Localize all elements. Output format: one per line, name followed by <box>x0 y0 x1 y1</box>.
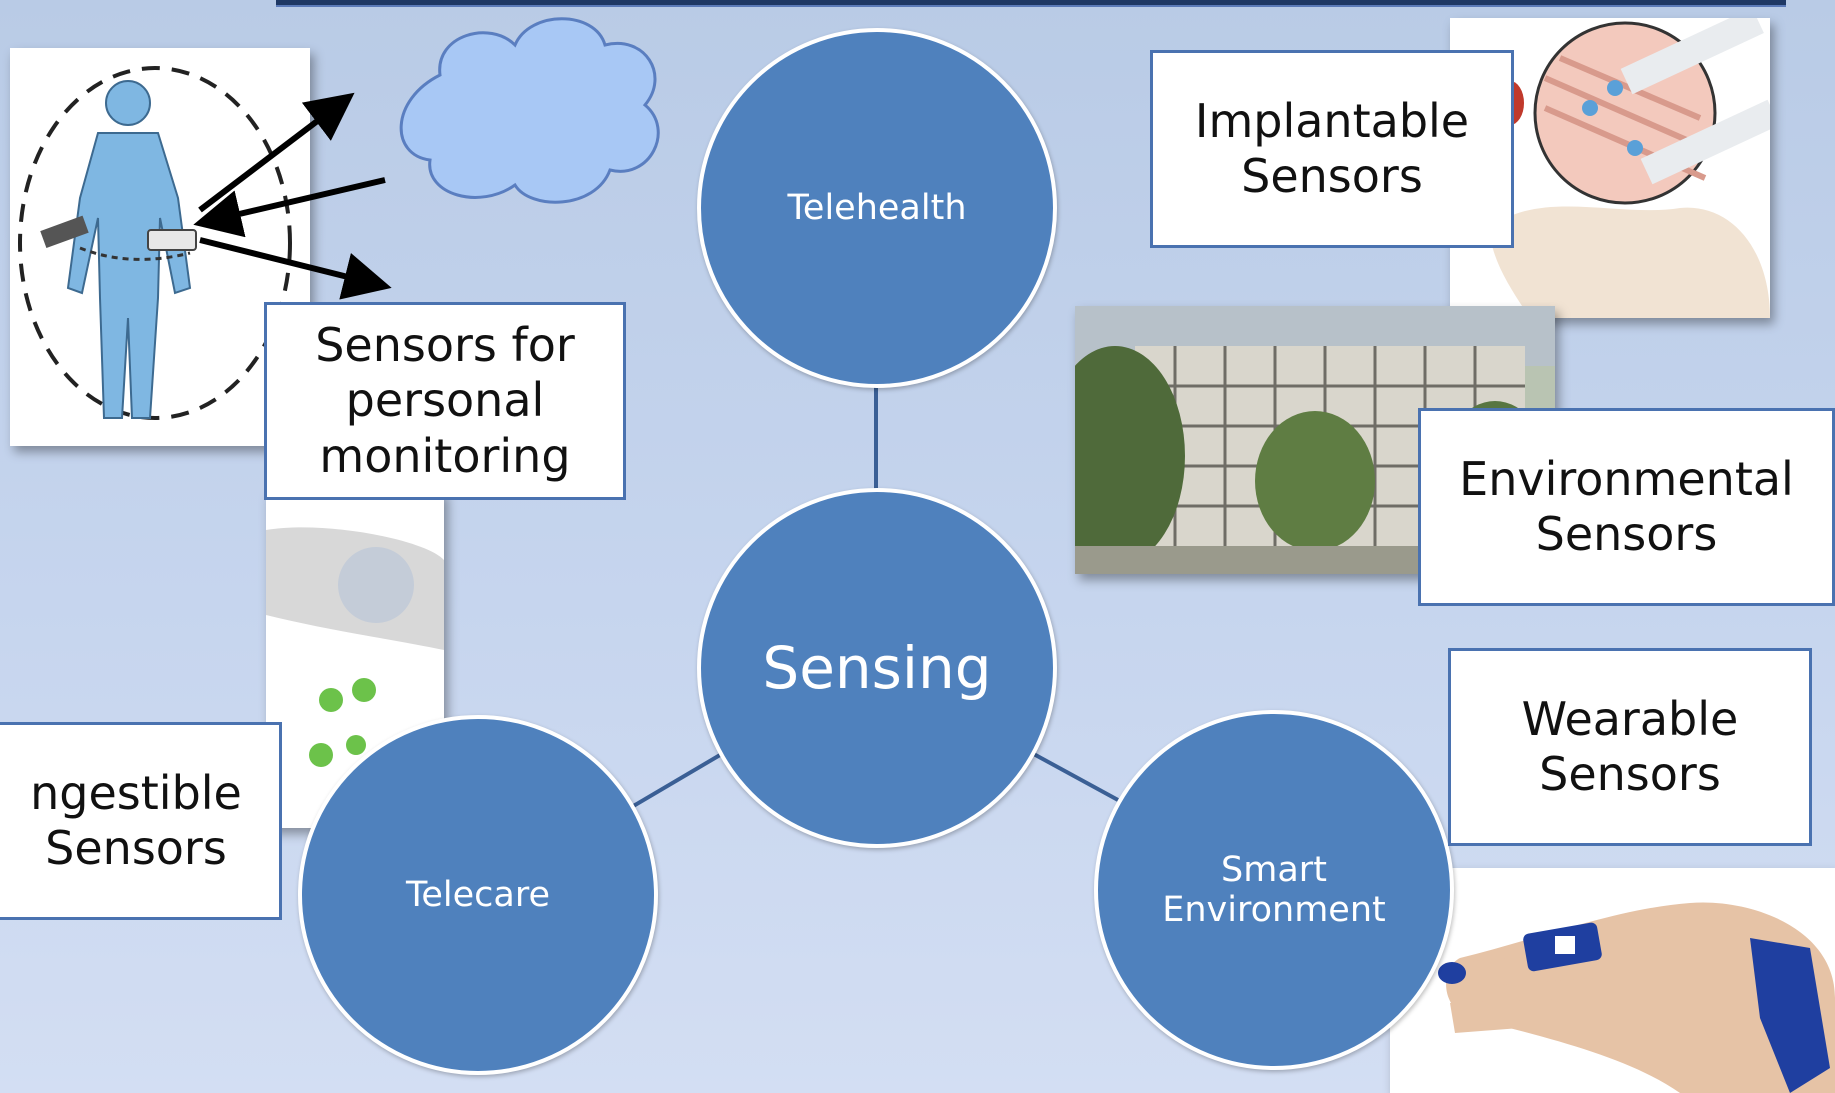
node-telehealth-label: Telehealth <box>787 187 967 228</box>
label-personal-monitoring: Sensors for personal monitoring <box>264 302 626 500</box>
label-implantable-text: Implantable Sensors <box>1194 93 1470 203</box>
node-telehealth: Telehealth <box>697 28 1057 388</box>
node-sensing-center: Sensing <box>697 488 1057 848</box>
label-environmental-text: Environmental Sensors <box>1459 451 1794 561</box>
connector-smart-environment <box>1029 750 1119 802</box>
title-bar-edge <box>276 0 1786 7</box>
node-telecare: Telecare <box>298 715 658 1075</box>
center-label: Sensing <box>762 634 992 702</box>
label-wearable: Wearable Sensors <box>1448 648 1812 846</box>
node-telecare-label: Telecare <box>405 874 551 915</box>
node-smart-environment: Smart Environment <box>1094 710 1454 1070</box>
label-environmental: Environmental Sensors <box>1418 408 1835 606</box>
label-ingestible-text: ngestible Sensors <box>30 765 242 875</box>
label-ingestible: ngestible Sensors <box>0 722 282 920</box>
node-smart-environment-label: Smart Environment <box>1162 849 1386 930</box>
label-implantable: Implantable Sensors <box>1150 50 1514 248</box>
personal-monitoring-illustration <box>10 48 310 446</box>
cloud-icon <box>399 17 660 204</box>
connector-telecare <box>628 753 722 810</box>
label-wearable-text: Wearable Sensors <box>1521 691 1739 801</box>
wearable-sensor-hand-photo <box>1390 868 1835 1093</box>
label-personal-monitoring-text: Sensors for personal monitoring <box>315 318 575 483</box>
